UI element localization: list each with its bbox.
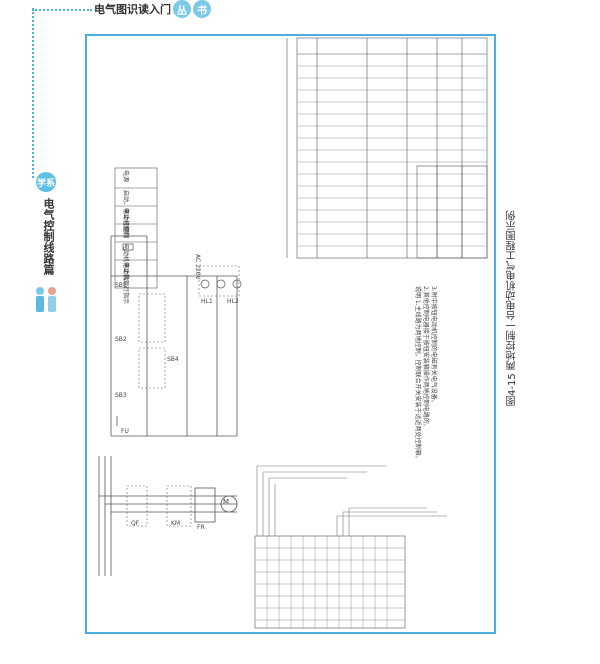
people-illustration-icon: [36, 287, 56, 312]
voltage-label: AC 220V: [194, 254, 201, 280]
side-section-title: 电气控制线路篇: [42, 198, 55, 275]
label-sb3: SB3: [115, 392, 127, 399]
side-badge: 学系: [36, 172, 56, 192]
label-hl1: HL1: [201, 298, 213, 305]
label-qf: QF: [131, 520, 140, 527]
power-circuit: [98, 456, 238, 576]
component-table: [296, 37, 488, 259]
header-badge-1: 丛: [173, 0, 191, 18]
label-fu: FU: [121, 428, 129, 435]
diagram-frame: AC 220V M 电源 启动、停止控制 电动机控制 运行 电动机停止指示 电动…: [85, 34, 496, 634]
label-sb2: SB2: [115, 336, 127, 343]
control-circuit: [110, 235, 242, 437]
figure-caption: 图4-15 两地控制一台电动机电气工程图示例: [507, 210, 518, 406]
header-badge-2: 书: [193, 0, 211, 18]
header-title: 电气图识读入门: [94, 3, 171, 16]
notes-line-3: 3.附中按钮电动机控制的电磁有关电气设备。: [430, 286, 437, 406]
side-dotted-rail: [32, 8, 34, 178]
header-badges: 丛 书: [173, 0, 211, 18]
function-table: [114, 167, 158, 289]
label-sb4: SB4: [167, 356, 179, 363]
label-fr: FR: [197, 524, 205, 531]
motor-label: M: [223, 498, 230, 506]
label-km: KM: [171, 520, 181, 527]
page-header: 电气图识读入门 丛 书: [0, 0, 600, 22]
label-sb1: SB1: [115, 282, 127, 289]
function-row-4: 运行: [122, 226, 129, 239]
label-hl2: HL2: [227, 298, 239, 305]
electrical-diagram: [98, 37, 488, 629]
header-dotted-line: [32, 9, 92, 11]
function-row-1: 电源: [122, 170, 129, 183]
terminal-table: [254, 465, 447, 629]
